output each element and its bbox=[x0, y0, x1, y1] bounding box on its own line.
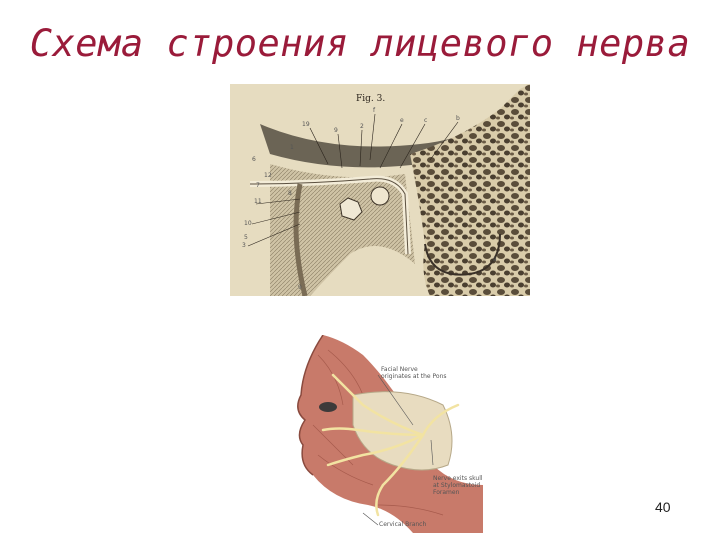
figure-label: 9 bbox=[334, 127, 338, 134]
figure-label: 6 bbox=[252, 156, 256, 163]
figure-label: 5 bbox=[244, 234, 248, 241]
figure-label: 2 bbox=[360, 123, 364, 130]
figure-label: 3 bbox=[242, 242, 246, 249]
page-number: 40 bbox=[655, 499, 671, 515]
figure-label: f bbox=[373, 107, 376, 114]
figure-label: 19 bbox=[302, 121, 310, 128]
temporal-bone-figure: Fig. 3. 19 9 2 f e c b 6 1 12 7 8 11 10 … bbox=[230, 84, 530, 296]
figure-caption: Fig. 3. bbox=[356, 94, 386, 104]
slide-title: Схема строения лицевого нерва bbox=[29, 22, 691, 65]
figure-label: 11 bbox=[254, 198, 262, 205]
figure-label: 1 bbox=[290, 144, 294, 151]
figure-label: c bbox=[424, 117, 428, 124]
label-line: Foramen bbox=[433, 489, 460, 496]
facial-nerve-figure: Facial Nerve originates at the Pons Nerv… bbox=[283, 335, 483, 533]
figure-label: 9 bbox=[298, 284, 302, 291]
figure-label: a bbox=[493, 256, 497, 263]
label-line: Facial Nerve bbox=[381, 366, 418, 373]
label-line: Nerve exits skull bbox=[433, 475, 483, 482]
label-line: originates at the Pons bbox=[381, 373, 447, 380]
figure-label: 12 bbox=[264, 172, 272, 179]
figure-label: e bbox=[400, 117, 404, 124]
figure-label: b bbox=[456, 115, 460, 122]
label-line: at Stylomastoid bbox=[433, 482, 481, 489]
label-cervical-branch: Cervical Branch bbox=[379, 521, 427, 528]
figure-label: 7 bbox=[256, 182, 260, 189]
figure-label: 8 bbox=[288, 190, 292, 197]
label-facial-nerve: Facial Nerve originates at the Pons bbox=[381, 366, 447, 380]
label-exits-skull: Nerve exits skull at Stylomastoid Forame… bbox=[433, 475, 483, 496]
figure-label: 10 bbox=[244, 220, 252, 227]
